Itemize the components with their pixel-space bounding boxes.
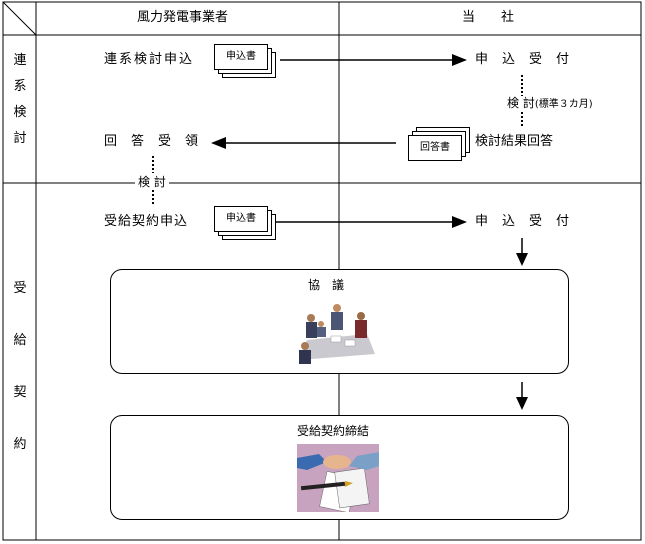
header-company: 当 社 [462, 10, 515, 25]
application-document-icon: 申込書 [214, 44, 278, 78]
handshake-illustration [297, 444, 379, 512]
header-applicant: 風力発電事業者 [137, 10, 229, 25]
renkei-result-label: 検討結果回答 [475, 134, 554, 149]
renkei-accept-label: 申込受付 [475, 52, 584, 67]
contract-box: 受給契約締結 [110, 415, 569, 520]
section-label-renkei: 連系検討 [13, 53, 27, 146]
answer-document-icon: 回答書 [408, 127, 472, 161]
consider-label: 検 討 [135, 174, 169, 190]
section-label-jukyu: 受給契約 [13, 281, 27, 452]
meeting-title: 協 議 [308, 278, 345, 292]
contract-title: 受給契約締結 [297, 424, 370, 438]
contract-application-document-icon: 申込書 [214, 206, 278, 240]
renkei-receive-label: 回答受領 [104, 134, 213, 149]
review-label: 検 討(標準３カ月) [507, 96, 593, 110]
jukyu-accept-label: 申込受付 [475, 214, 584, 229]
jukyu-apply-label: 受給契約申込 [104, 214, 189, 229]
renkei-apply-label: 連系検討申込 [104, 52, 195, 67]
meeting-box: 協 議 [110, 269, 569, 374]
meeting-illustration [297, 300, 377, 366]
